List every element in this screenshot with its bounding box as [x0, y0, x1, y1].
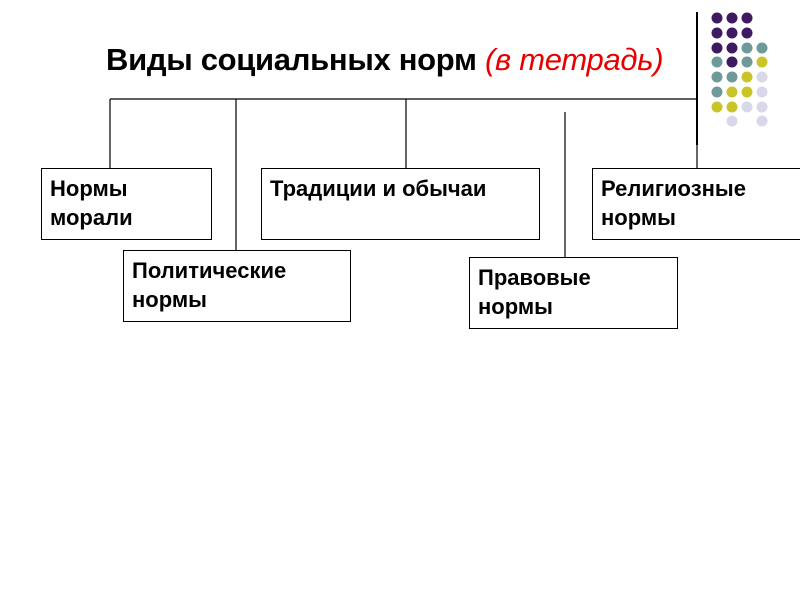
decorative-dot [711, 56, 723, 68]
decorative-dot [726, 101, 738, 113]
decorative-dot [711, 86, 723, 98]
decorative-dot [726, 56, 738, 68]
decorative-dot [726, 27, 738, 39]
decorative-dot [741, 101, 753, 113]
decorative-dot [741, 56, 753, 68]
box-legal-label: Правовые нормы [478, 265, 591, 319]
decorative-dot [711, 42, 723, 54]
page-title: Виды социальных норм (в тетрадь) [106, 42, 664, 78]
decorative-dot [726, 12, 738, 24]
decorative-dot [756, 56, 768, 68]
box-religious-norms: Религиозные нормы [592, 168, 800, 240]
decorative-dot [756, 101, 768, 113]
decorative-dot [741, 42, 753, 54]
decorative-dot [741, 27, 753, 39]
decorative-dot [756, 86, 768, 98]
box-political-label: Политические нормы [132, 258, 287, 312]
decorative-dot [711, 71, 723, 83]
decorative-dot [741, 71, 753, 83]
decorative-dot [726, 42, 738, 54]
decorative-dot [741, 12, 753, 24]
decorative-dot [726, 86, 738, 98]
decorative-dot [741, 86, 753, 98]
box-religious-label: Религиозные нормы [601, 176, 746, 230]
decorative-dot [711, 27, 723, 39]
box-traditions-customs: Традиции и обычаи [261, 168, 540, 240]
decorative-dot [756, 115, 768, 127]
box-morality-norms: Нормы морали [41, 168, 212, 240]
box-traditions-label: Традиции и обычаи [270, 176, 487, 201]
box-morality-label: Нормы морали [50, 176, 133, 230]
box-legal-norms: Правовые нормы [469, 257, 678, 329]
title-main: Виды социальных норм [106, 42, 477, 77]
decorative-dot [711, 101, 723, 113]
decorative-dot [756, 42, 768, 54]
decorative-dot [726, 71, 738, 83]
box-political-norms: Политические нормы [123, 250, 351, 322]
decorative-dot [711, 12, 723, 24]
decorative-dot [726, 115, 738, 127]
decorative-dot-pattern [711, 12, 768, 127]
decorative-dot [756, 71, 768, 83]
title-note: (в тетрадь) [485, 42, 664, 77]
